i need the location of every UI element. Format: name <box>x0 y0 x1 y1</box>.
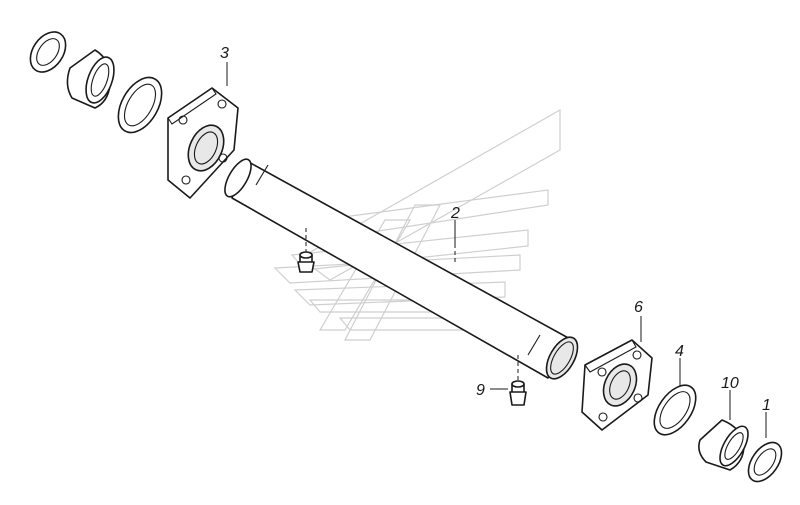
grease-fitting-lower <box>509 380 527 406</box>
grease-fitting-upper <box>297 251 315 273</box>
callout-9: 9 <box>476 382 485 399</box>
seal-ring-left <box>117 76 163 134</box>
flange-upper <box>167 87 239 199</box>
bushing-right <box>698 419 749 471</box>
leader-lines <box>226 62 767 438</box>
callout-labels: 3 2 6 4 10 1 9 <box>220 45 771 414</box>
seal-ring-right <box>653 384 697 436</box>
callout-6: 6 <box>634 299 643 316</box>
callout-10: 10 <box>721 375 739 392</box>
callout-2: 2 <box>450 205 460 222</box>
flange-lower <box>581 339 653 431</box>
bushing-left <box>66 49 115 109</box>
snap-ring-right <box>747 441 783 483</box>
axle-tube <box>224 158 579 380</box>
callout-1: 1 <box>762 397 771 414</box>
callout-4: 4 <box>675 343 684 360</box>
callout-3: 3 <box>220 45 229 62</box>
snap-ring-left <box>29 31 67 73</box>
